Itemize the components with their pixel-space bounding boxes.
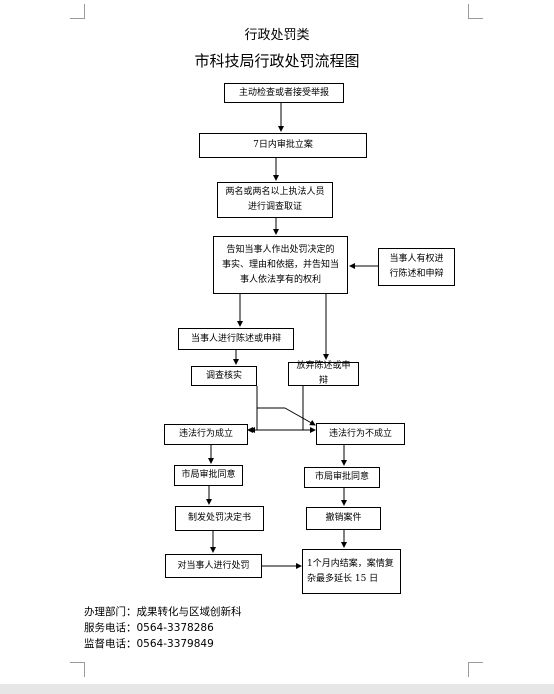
node-violation-established: 违法行为成立 (164, 424, 248, 445)
node-notify-rights: 告知当事人作出处罚决定的 事实、理由和依据，并告知当 事人依法享有的权利 (213, 236, 348, 294)
node-make-statement: 当事人进行陈述或申辩 (178, 328, 294, 350)
node-waive-statement: 放弃陈述或申辩 (288, 361, 359, 386)
corner-mark-top-left (70, 4, 85, 19)
node-investigate: 两名或两名以上执法人员 进行调查取证 (217, 182, 333, 218)
footer-supervise-phone: 监督电话：0564-3379849 (84, 638, 214, 650)
corner-mark-bottom-left (70, 662, 85, 677)
node-revoke-case: 撤销案件 (306, 507, 381, 530)
node-bureau-approval-left: 市局审批同意 (174, 465, 243, 486)
footer-department: 办理部门：成果转化与区域创新科 (84, 606, 242, 618)
footer-service-phone: 服务电话：0564-3378286 (84, 622, 214, 634)
document-title: 行政处罚类 (244, 28, 310, 43)
node-receive-report: 主动检查或者接受举报 (224, 83, 344, 103)
node-verify: 调查核实 (191, 366, 257, 386)
page-bottom-edge (0, 684, 554, 694)
corner-mark-bottom-right (468, 662, 483, 677)
node-approve-case: 7日内审批立案 (199, 133, 367, 158)
flowchart-title: 市科技局行政处罚流程图 (194, 52, 360, 70)
arrow-to-n10 (284, 407, 316, 426)
node-violation-not-established: 违法行为不成立 (316, 423, 405, 445)
node-bureau-approval-right: 市局审批同意 (304, 467, 380, 488)
node-close-case: 1个月内结案，案情复 杂最多延长 15 日 (302, 549, 401, 594)
node-impose-penalty: 对当事人进行处罚 (165, 554, 262, 578)
node-right-to-defend: 当事人有权进 行陈述和申辩 (378, 248, 455, 286)
node-issue-decision: 制发处罚决定书 (175, 506, 264, 531)
corner-mark-top-right (468, 4, 483, 19)
